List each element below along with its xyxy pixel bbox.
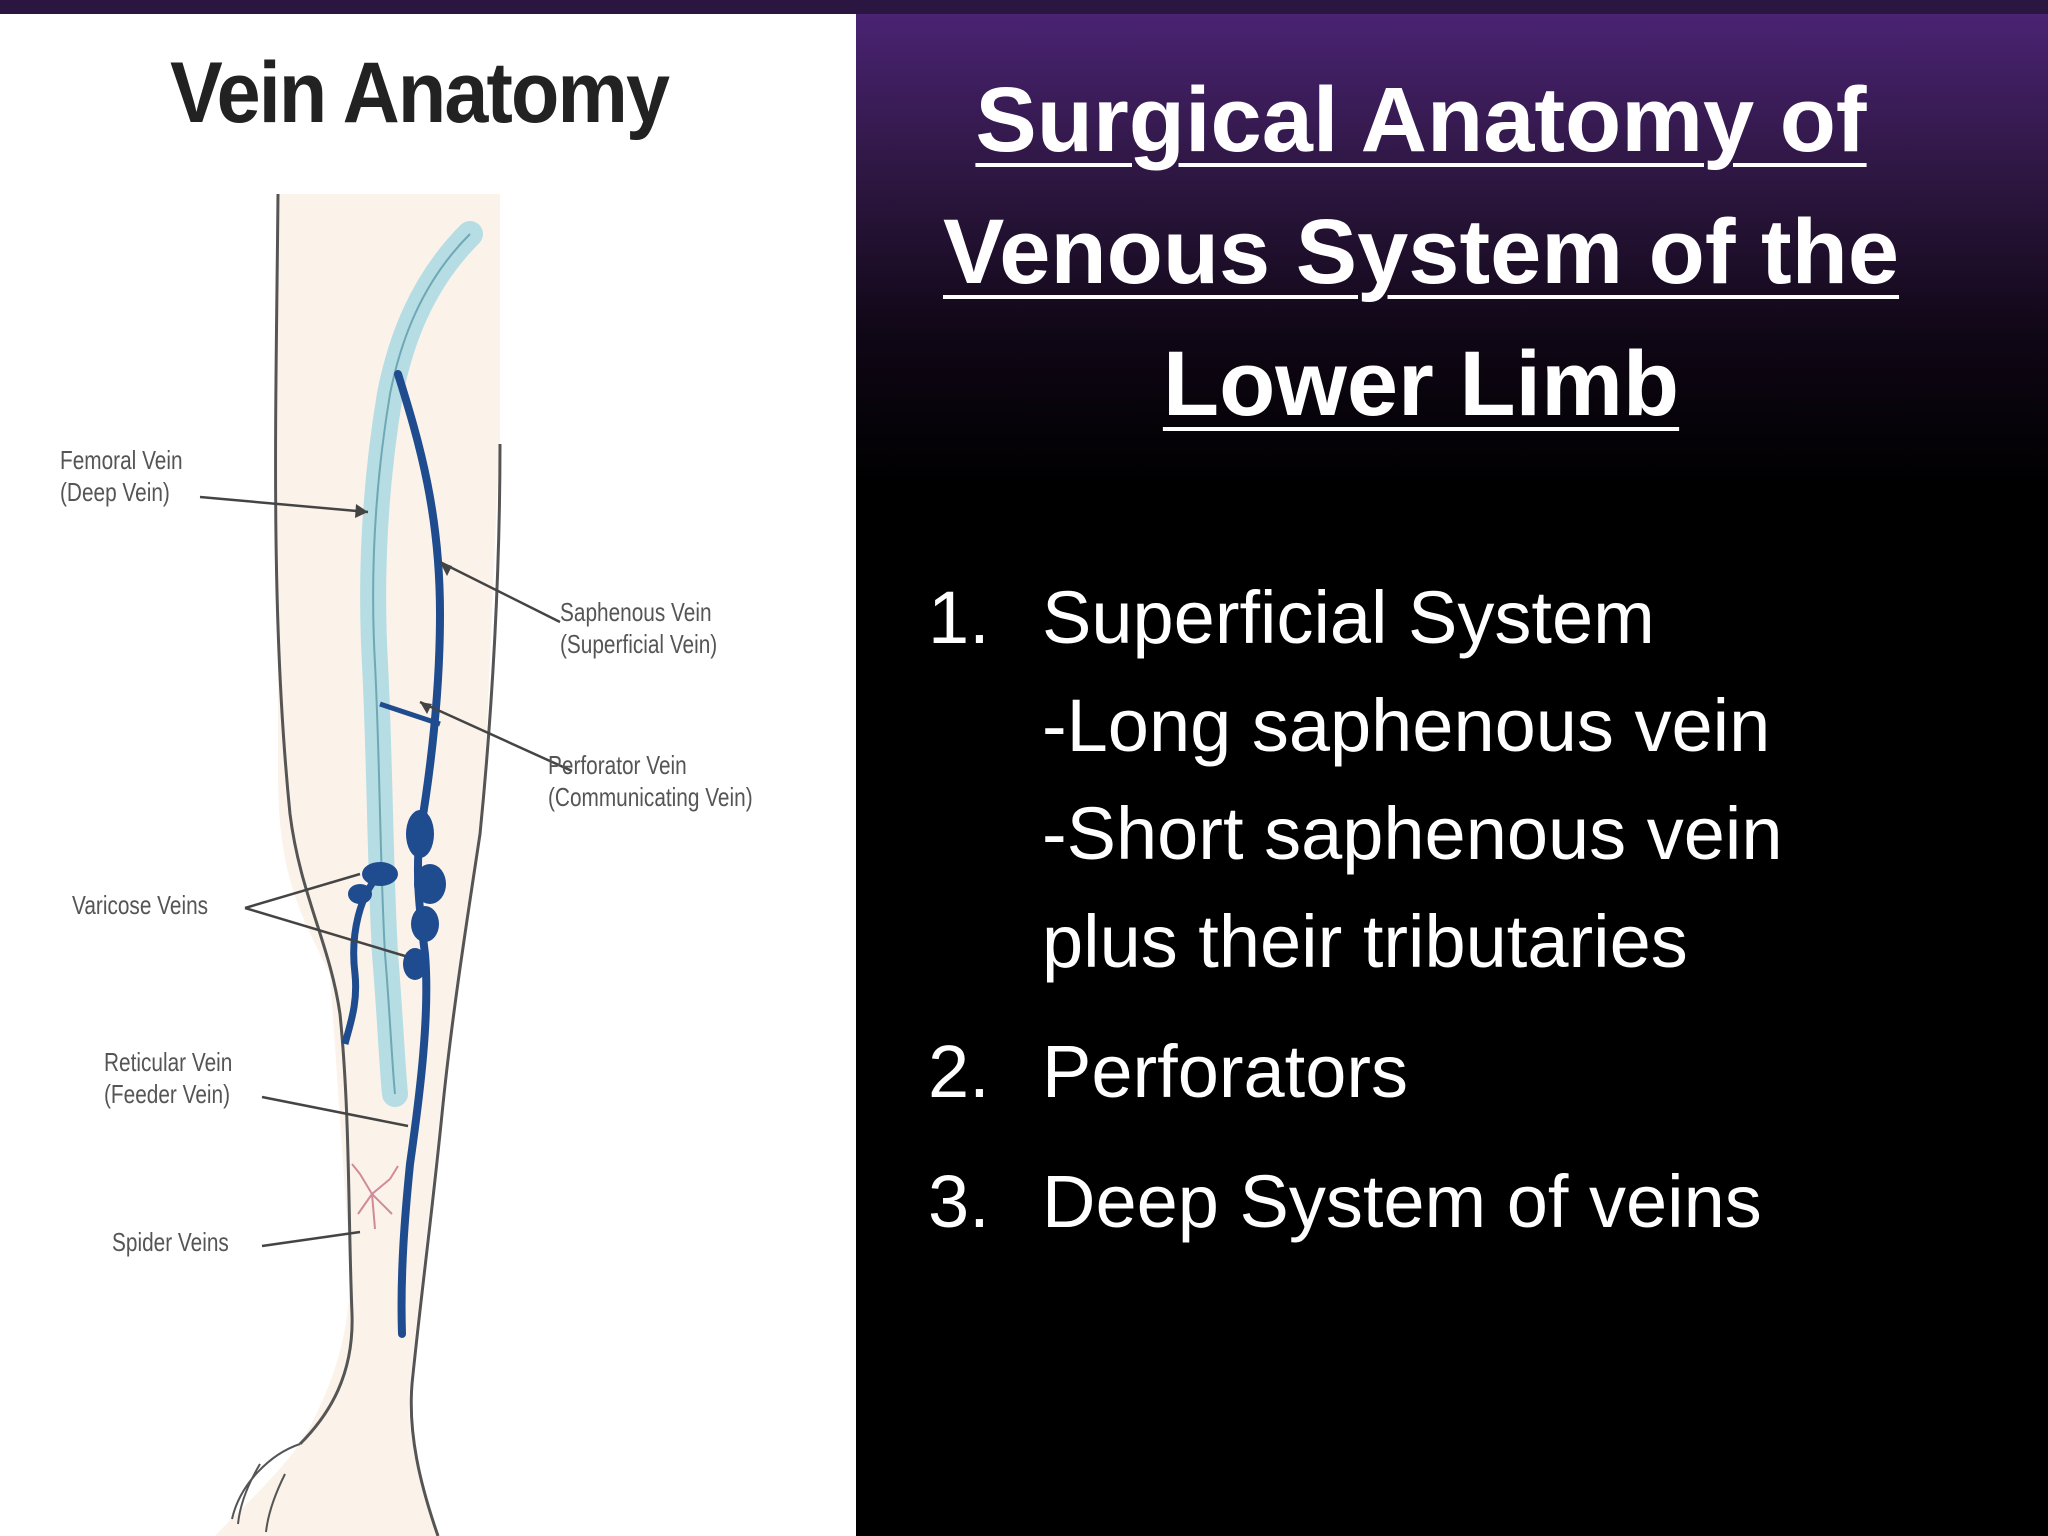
diagram-title: Vein Anatomy <box>170 45 670 141</box>
leader-lines <box>199 495 573 1248</box>
varicose-cluster <box>348 810 446 980</box>
perforator-link <box>379 701 441 727</box>
perforator-vein-label-line1: Perforator Vein <box>548 750 687 780</box>
perforator-vein-label: Perforator Vein (Communicating Vein) <box>548 749 753 813</box>
reticular-vein-label-line2: (Feeder Vein) <box>104 1079 231 1109</box>
slide-title-line1: Surgical Anatomy of <box>975 69 1867 171</box>
point-line: plus their tributaries <box>1042 900 1688 983</box>
varicose-veins-label: Varicose Veins <box>72 889 208 921</box>
saphenous-vein-label: Saphenous Vein (Superficial Vein) <box>560 596 717 660</box>
slide-content-panel: Surgical Anatomy of Venous System of the… <box>856 14 2048 1536</box>
point-line: Perforators <box>1042 1030 1409 1113</box>
vein-anatomy-figure: Vein Anatomy Femoral Vein (Deep Vein) Sa… <box>0 14 856 1536</box>
spider-veins-label-line1: Spider Veins <box>112 1227 229 1257</box>
point-number: 1. <box>928 576 990 659</box>
point-item: 2. Perforators <box>928 1018 2028 1126</box>
femoral-vein-label-line2: (Deep Vein) <box>60 477 170 507</box>
deep-vein-edge <box>372 233 471 1095</box>
point-line: -Short saphenous vein <box>1042 792 1783 875</box>
femoral-vein-label-line1: Femoral Vein <box>60 445 183 475</box>
reticular-vein-label-line1: Reticular Vein <box>104 1047 233 1077</box>
point-item: 1. Superficial System -Long saphenous ve… <box>928 564 2028 996</box>
leg-skin <box>215 194 500 1536</box>
leg-diagram <box>199 193 573 1536</box>
foot-outline <box>231 1443 301 1533</box>
point-number: 3. <box>928 1160 990 1243</box>
spider-veins-label: Spider Veins <box>112 1226 229 1258</box>
point-line: Superficial System <box>1042 576 1655 659</box>
perforator-vein-label-line2: (Communicating Vein) <box>548 782 753 812</box>
point-number: 2. <box>928 1030 990 1113</box>
saphenous-vein-label-line1: Saphenous Vein <box>560 597 712 627</box>
varicose-branch <box>341 871 383 1045</box>
saphenous-vein-label-line2: (Superficial Vein) <box>560 629 718 659</box>
point-list: 1. Superficial System -Long saphenous ve… <box>928 564 2028 1278</box>
arrow-heads <box>355 504 452 714</box>
point-item: 3. Deep System of veins <box>928 1148 2028 1256</box>
varicose-veins-label-line1: Varicose Veins <box>72 890 209 920</box>
reticular-vein-label: Reticular Vein (Feeder Vein) <box>104 1046 232 1110</box>
top-rule <box>0 0 2048 14</box>
spider-veins <box>351 1163 399 1230</box>
leg-outline-front <box>409 443 502 1536</box>
slide-title-line3: Lower Limb <box>1162 333 1680 435</box>
slide-title: Surgical Anatomy of Venous System of the… <box>856 54 1986 450</box>
point-line: -Long saphenous vein <box>1042 684 1771 767</box>
femoral-vein-label: Femoral Vein (Deep Vein) <box>60 444 183 508</box>
point-line: Deep System of veins <box>1042 1160 1762 1243</box>
slide-title-line2: Venous System of the <box>942 201 1900 303</box>
